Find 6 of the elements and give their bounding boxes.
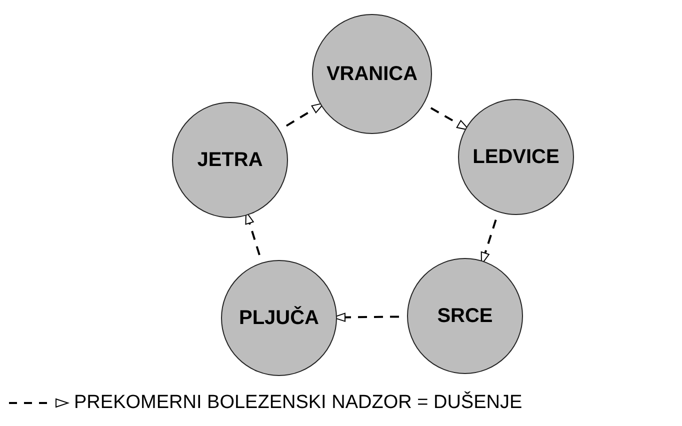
organ-label: JETRA (197, 148, 263, 172)
organ-label: VRANICA (326, 62, 418, 86)
organ-label: LEDVICE (472, 146, 560, 168)
organ-label: SRCE (437, 304, 493, 328)
organ-label: PLJUČA (238, 306, 319, 330)
legend-text: PREKOMERNI BOLEZENSKI NADZOR = DUŠENJE (74, 392, 522, 414)
